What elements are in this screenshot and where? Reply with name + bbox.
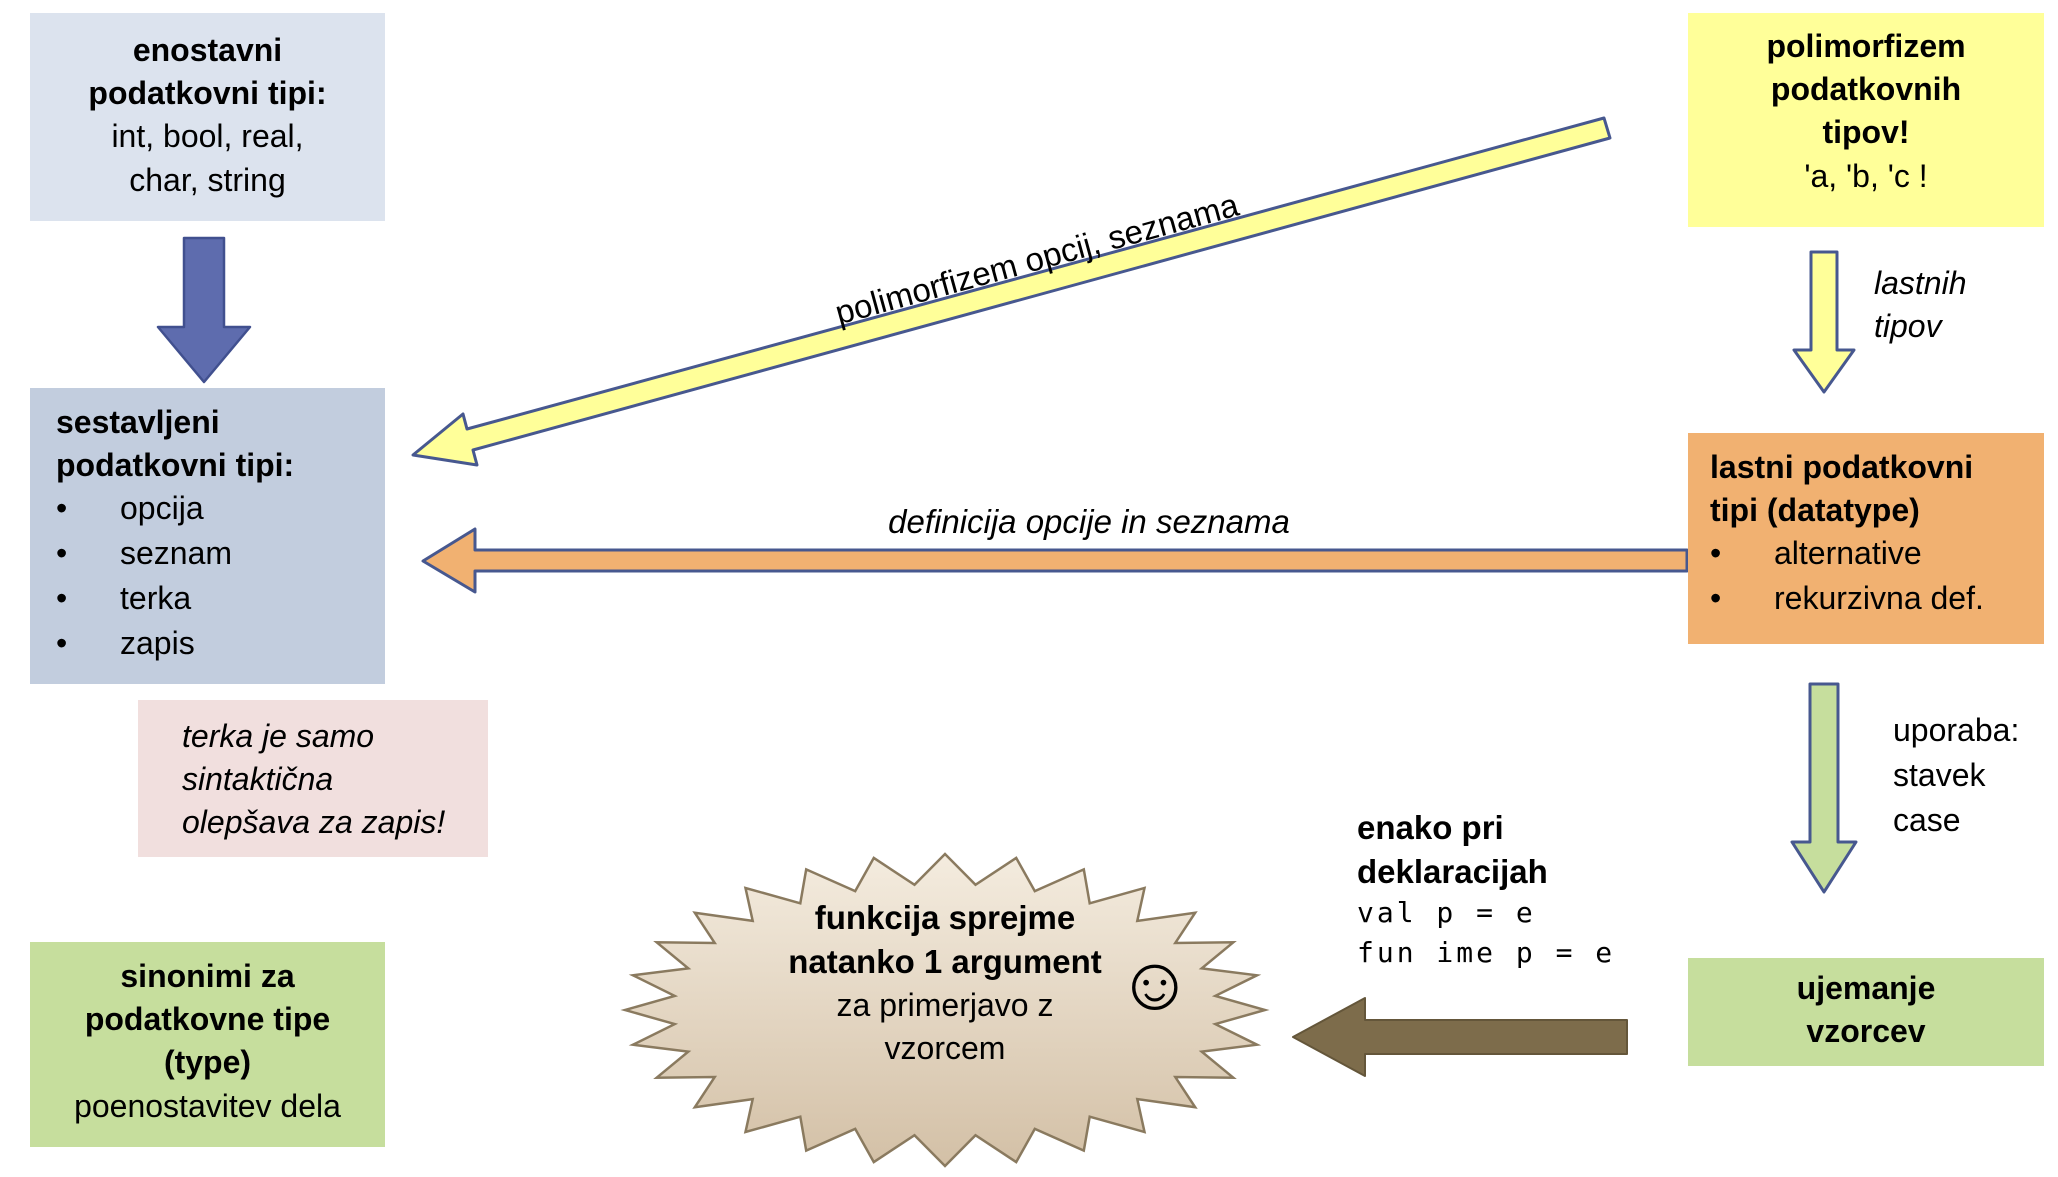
bullet-icon [56,577,120,620]
list-item-label: alternative [1774,535,1922,572]
declarations-code-line2: fun ime p = e [1357,935,1616,969]
starburst-regular-text: za primerjavo z vzorcem [836,987,1054,1067]
polymorphism-title: polimorfizem podatkovnih tipov! [1766,28,1966,151]
list-item: zapis [56,622,377,667]
box-polymorphism: polimorfizem podatkovnih tipov! 'a, 'b, … [1688,13,2044,227]
bullet-icon [1710,532,1774,575]
list-item: terka [56,577,377,622]
box-pattern-matching: ujemanje vzorcev [1688,958,2044,1066]
definition-arrow-label: definicija opcije in seznama [888,503,1290,540]
simple-types-title: enostavni podatkovni tipi: [88,32,327,112]
arrow-polymorphism-to-datatype-icon [1792,250,1856,394]
pattern-matching-title: ujemanje vzorcev [1796,970,1936,1050]
arrow-simple-to-composite-icon [156,236,252,384]
list-item: opcija [56,487,377,532]
declarations-title: enako pri deklaracijah [1357,809,1548,890]
list-item: seznam [56,532,377,577]
box-datatype: lastni podatkovni tipi (datatype) altern… [1688,433,2044,644]
box-tuple-note: terka je samo sintaktična olepšava za za… [138,700,488,857]
arrow-matching-to-function-icon [1292,997,1628,1077]
list-item: alternative [1710,532,2038,577]
smiley-icon: ☺ [1116,941,1194,1026]
own-types-arrow-label: lastnih tipov [1874,265,1967,345]
declarations-code-line1: val p = e [1357,896,1536,930]
simple-types-body: int, bool, real, char, string [111,118,304,198]
bullet-icon [1710,577,1774,620]
polymorphism-body: 'a, 'b, 'c ! [1804,157,1928,194]
starburst-text: funkcija sprejme natanko 1 argument za p… [695,896,1195,1070]
type-synonyms-title: sinonimi za podatkovne tipe (type) [84,958,331,1081]
box-simple-types: enostavni podatkovni tipi: int, bool, re… [30,13,385,221]
composite-types-title: sestavljeni podatkovni tipi: [56,404,295,484]
arrow-datatype-to-matching-icon [1790,682,1858,894]
bullet-icon [56,487,120,530]
bullet-icon [56,532,120,575]
arrow-diagonal-polymorphism-icon [411,116,1612,467]
usage-arrow-label: uporaba: stavek case [1893,712,2020,838]
box-type-synonyms: sinonimi za podatkovne tipe (type) poeno… [30,942,385,1147]
list-item-label: seznam [120,535,233,572]
datatype-title: lastni podatkovni tipi (datatype) [1710,449,1974,529]
starburst-shape [620,852,1270,1168]
list-item-label: rekurzivna def. [1774,580,1984,617]
starburst-bold-text: funkcija sprejme natanko 1 argument [788,899,1102,981]
list-item-label: opcija [120,490,204,527]
box-composite-types: sestavljeni podatkovni tipi: opcija sezn… [30,388,385,684]
bullet-icon [56,622,120,665]
declarations-note: enako pri deklaracijah val p = e fun ime… [1357,806,1615,973]
list-item: rekurzivna def. [1710,577,2038,622]
list-item-label: terka [120,580,192,617]
list-item-label: zapis [120,625,195,662]
arrow-definition-icon [421,527,1689,594]
type-synonyms-body: poenostavitev dela [74,1087,341,1124]
